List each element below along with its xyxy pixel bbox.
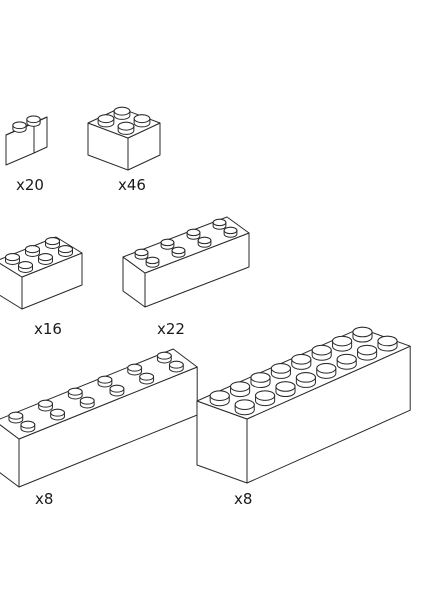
brick-6x2-stud xyxy=(20,420,36,433)
brick-6x2-stud xyxy=(127,363,143,376)
brick-2x2-stud xyxy=(133,114,151,128)
brick-6x2-stud xyxy=(168,360,184,373)
brick-8x2-stud xyxy=(311,344,332,361)
brick-8x2-stud xyxy=(332,335,353,352)
brick-8x2-stud xyxy=(209,390,230,407)
brick-3x2-stud xyxy=(58,245,73,257)
brick-6x2-stud xyxy=(139,372,155,385)
brick-4x2-stud xyxy=(212,218,227,230)
brick-8x2-stud xyxy=(316,363,337,379)
brick-3x2-stud xyxy=(45,237,60,249)
count-label-2x2: x46 xyxy=(118,176,146,194)
brick-6x2: brick-icon-6x2 xyxy=(0,348,198,488)
brick-6x2-stud xyxy=(156,351,172,364)
brick-4x2-stud xyxy=(134,248,149,260)
brick-6x2-stud xyxy=(109,384,125,397)
brick-6x2-stud xyxy=(8,411,24,424)
brick-3x2: brick-icon-3x2 xyxy=(0,236,83,310)
brick-8x2-stud xyxy=(270,363,291,379)
brick-8x2-stud xyxy=(291,354,312,370)
brick-8x2-stud xyxy=(357,344,378,361)
brick-8x2-stud xyxy=(336,353,357,370)
brick-2x1-stud xyxy=(12,121,27,133)
count-label-3x2: x16 xyxy=(34,320,62,338)
brick-6x2-stud xyxy=(38,399,53,412)
count-label-4x2: x22 xyxy=(157,320,185,338)
brick-2x2: brick-icon-2x2 xyxy=(87,106,161,171)
brick-4x2-stud xyxy=(145,256,160,268)
count-label-8x2: x8 xyxy=(234,490,253,508)
brick-2x2-stud xyxy=(113,106,131,120)
brick-6x2-stud xyxy=(97,375,113,388)
brick-3x2-stud xyxy=(18,261,33,273)
brick-8x2-stud xyxy=(255,390,276,407)
brick-6x2-stud xyxy=(50,408,65,421)
brick-8x2-stud xyxy=(377,335,398,352)
brick-4x2-stud xyxy=(197,236,212,248)
brick-6x2-top-face xyxy=(0,348,198,440)
count-label-6x2: x8 xyxy=(35,490,54,508)
brick-4x2-stud xyxy=(160,238,175,250)
brick-8x2-stud xyxy=(295,372,316,388)
brick-8x2-stud xyxy=(250,372,271,389)
brick-2x2-stud xyxy=(97,114,115,128)
brick-4x2-stud xyxy=(223,226,238,238)
brick-3x2-stud xyxy=(38,253,53,265)
brick-6x2-stud xyxy=(67,387,83,400)
brick-8x2-stud xyxy=(275,381,296,398)
brick-3x2-stud xyxy=(5,253,20,265)
brick-4x2-stud xyxy=(186,228,201,240)
brick-3x2-stud xyxy=(25,245,40,257)
brick-6x2-stud xyxy=(79,396,95,409)
brick-4x2-stud xyxy=(171,246,186,258)
count-label-2x1: x20 xyxy=(16,176,44,194)
brick-2x2-stud xyxy=(117,121,135,135)
brick-2x1-stud xyxy=(26,115,41,127)
brick-8x2-stud xyxy=(234,399,255,416)
brick-4x2: brick-icon-4x2 xyxy=(122,216,250,308)
brick-2x1: brick-icon-2x1 xyxy=(5,115,48,166)
brick-8x2: brick-icon-8x2 xyxy=(196,326,411,484)
brick-8x2-stud xyxy=(352,326,373,343)
brick-8x2-stud xyxy=(230,381,251,398)
